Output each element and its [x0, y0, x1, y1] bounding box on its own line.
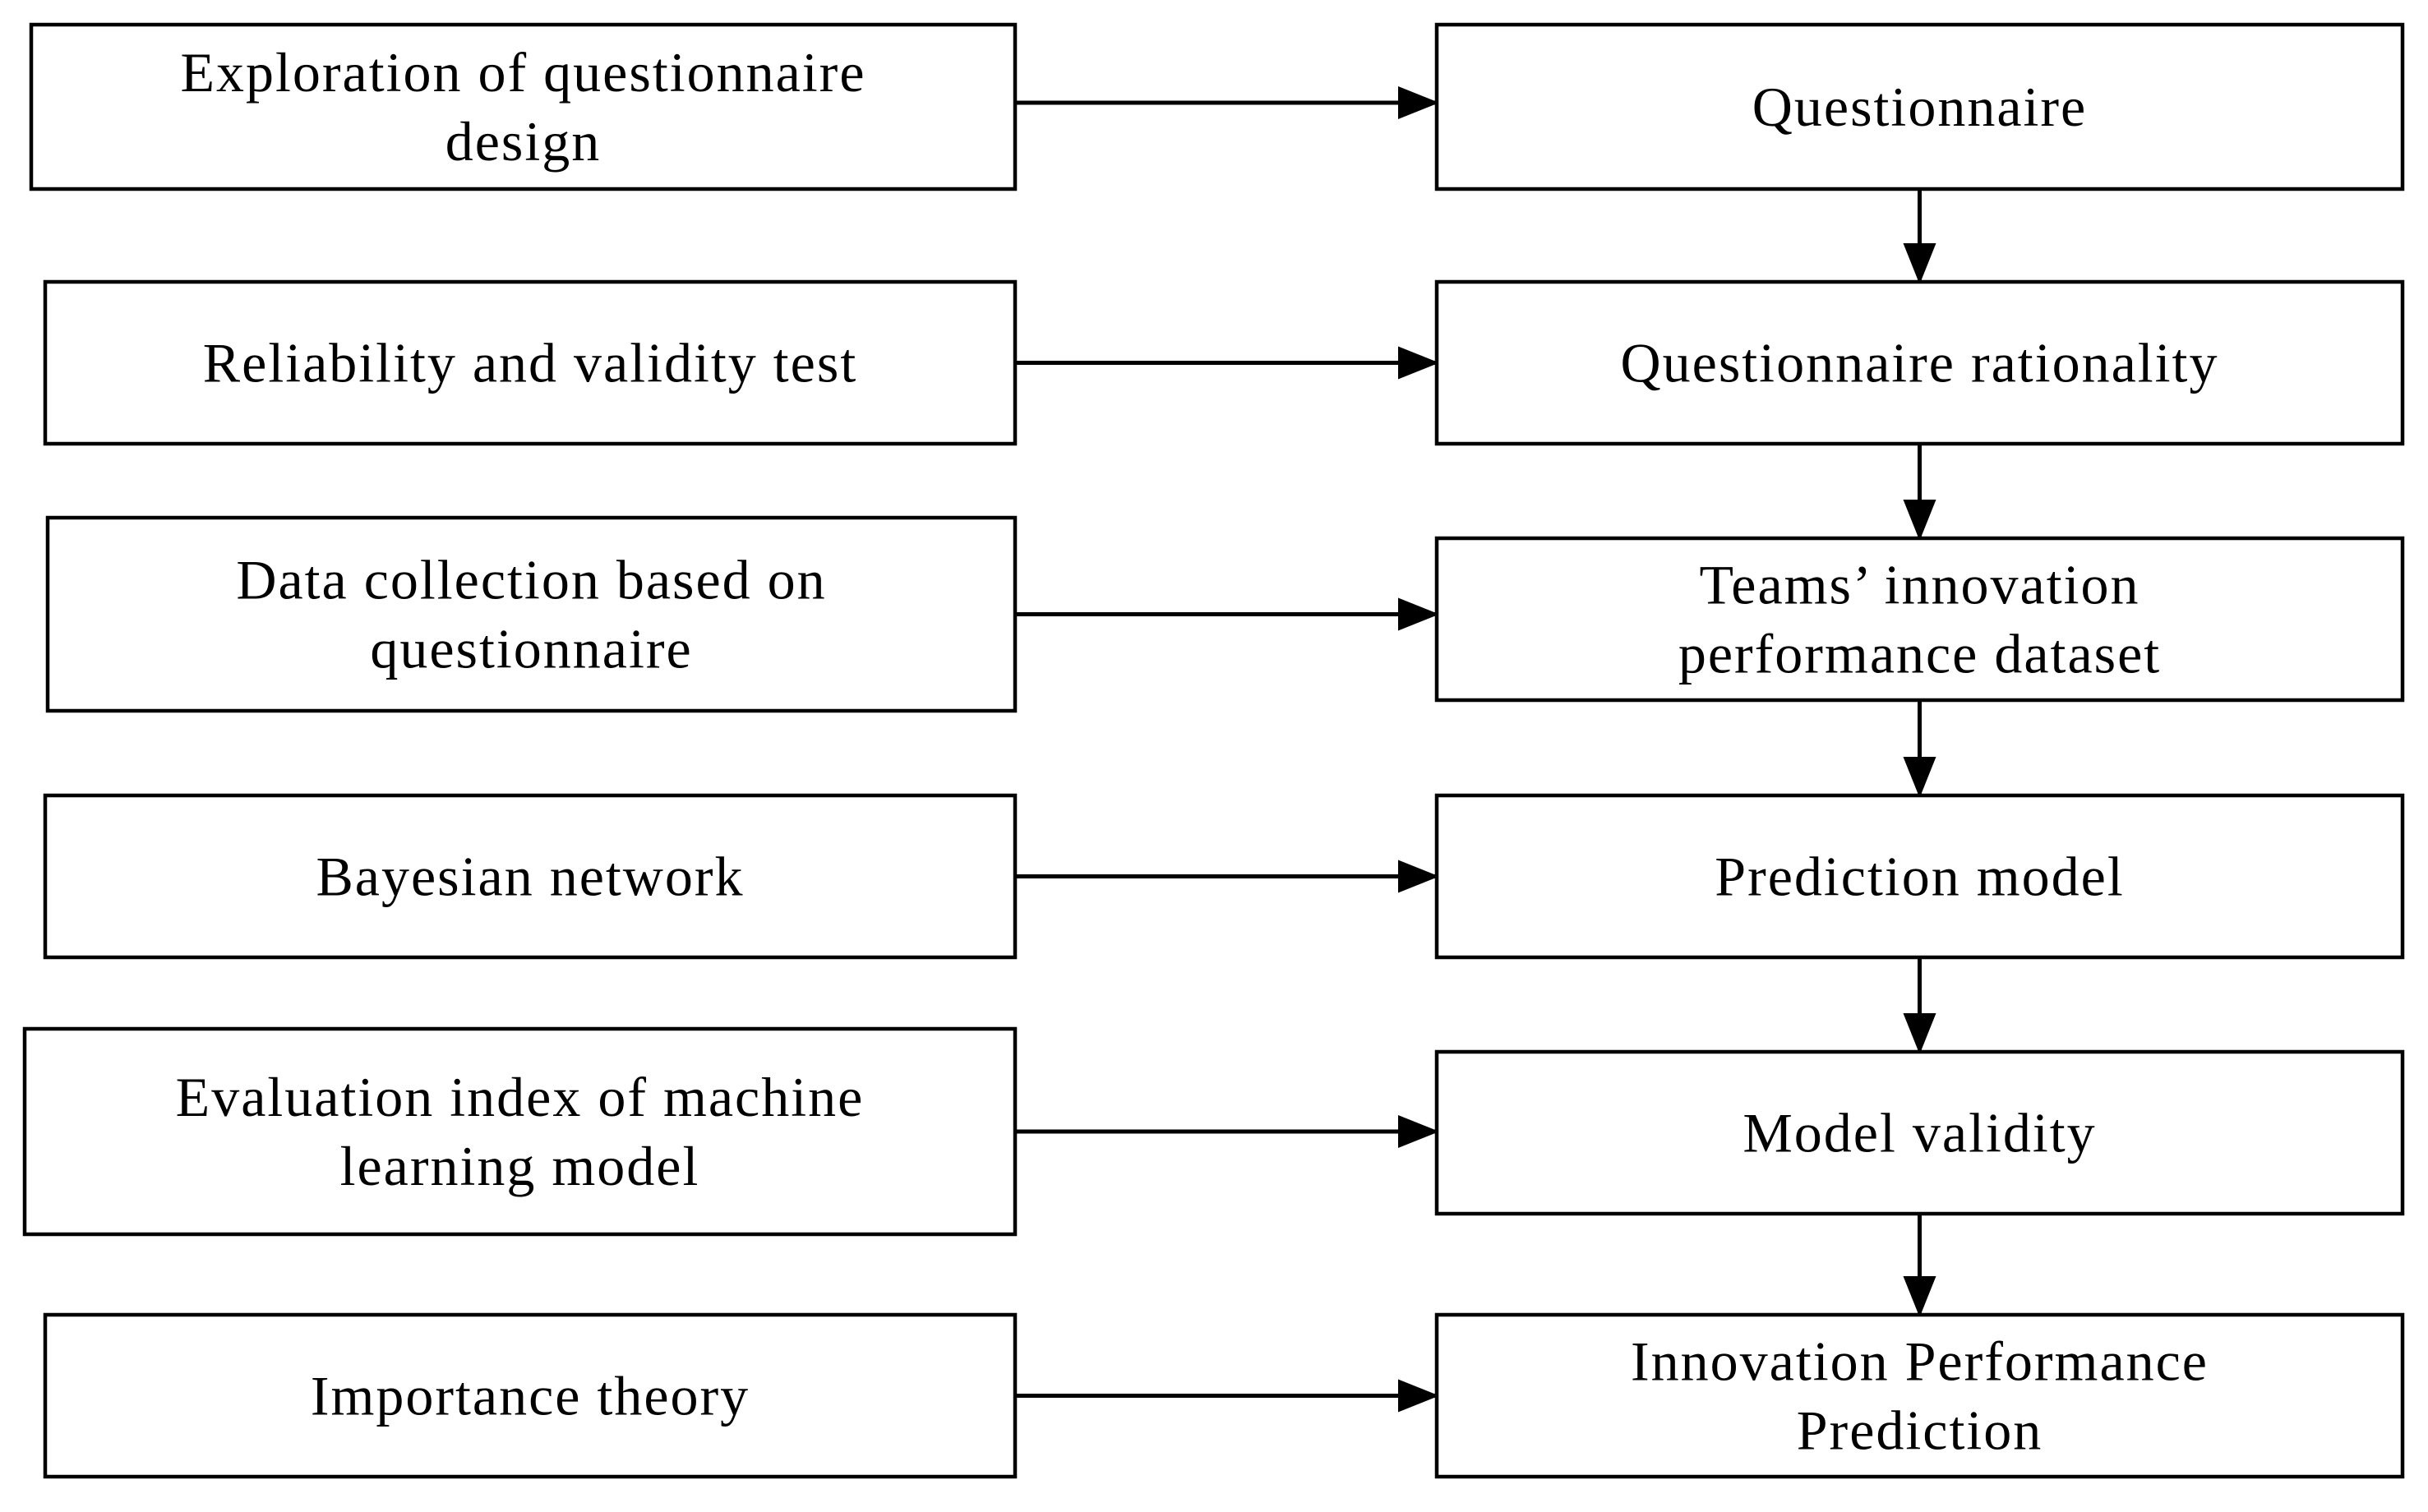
left-node-box — [43, 793, 1018, 960]
right-node-label: Teams’ innovation — [1700, 554, 2140, 616]
right-node-box — [1434, 1312, 2405, 1479]
right-node-label: performance dataset — [1678, 623, 2161, 685]
left-node-label: Data collection based on — [236, 549, 826, 611]
right-node-5: Model validity — [1434, 1049, 2405, 1216]
left-node-6: Importance theory — [43, 1312, 1018, 1479]
right-node-4: Prediction model — [1434, 793, 2405, 960]
left-node-label: learning model — [340, 1135, 700, 1197]
right-node-box — [1434, 279, 2405, 446]
right-node-label: Prediction — [1797, 1399, 2043, 1462]
left-node-label: Exploration of questionnaire — [180, 41, 865, 104]
left-node-5: Evaluation index of machine learning mode… — [22, 1026, 1018, 1237]
right-node-box — [1434, 793, 2405, 960]
right-node-box — [1434, 1049, 2405, 1216]
left-node-label: Bayesian network — [316, 846, 744, 908]
left-node-3: Data collection based on questionnaire — [45, 515, 1018, 713]
edges-layer — [1015, 86, 1936, 1413]
left-node-label: Importance theory — [311, 1365, 750, 1427]
right-node-2: Questionnaire rationality — [1434, 279, 2405, 446]
left-node-box — [43, 1312, 1018, 1479]
right-node-box — [1434, 22, 2405, 191]
left-node-2: Reliability and validity test — [43, 279, 1018, 446]
left-node-box — [45, 515, 1018, 713]
right-node-label: Prediction model — [1715, 846, 2124, 908]
left-node-label: questionnaire — [370, 618, 692, 680]
nodes-layer: Exploration of questionnairedesignReliab… — [22, 22, 2405, 1479]
left-node-label: Reliability and validity test — [203, 332, 857, 394]
right-node-label: Model validity — [1743, 1102, 2096, 1164]
left-node-box — [22, 1026, 1018, 1237]
left-node-box — [29, 22, 1018, 191]
right-node-1: Questionnaire — [1434, 22, 2405, 191]
left-node-label: Evaluation index of machine — [176, 1066, 865, 1128]
left-node-label: design — [445, 110, 602, 173]
right-node-label: Questionnaire rationality — [1621, 332, 2219, 394]
right-node-label: Questionnaire — [1752, 76, 2087, 138]
right-node-label: Innovation Performance — [1631, 1330, 2209, 1393]
left-node-box — [43, 279, 1018, 446]
right-node-3: Teams’ innovation performance dataset — [1434, 536, 2405, 703]
left-node-4: Bayesian network — [43, 793, 1018, 960]
right-node-box — [1434, 536, 2405, 703]
